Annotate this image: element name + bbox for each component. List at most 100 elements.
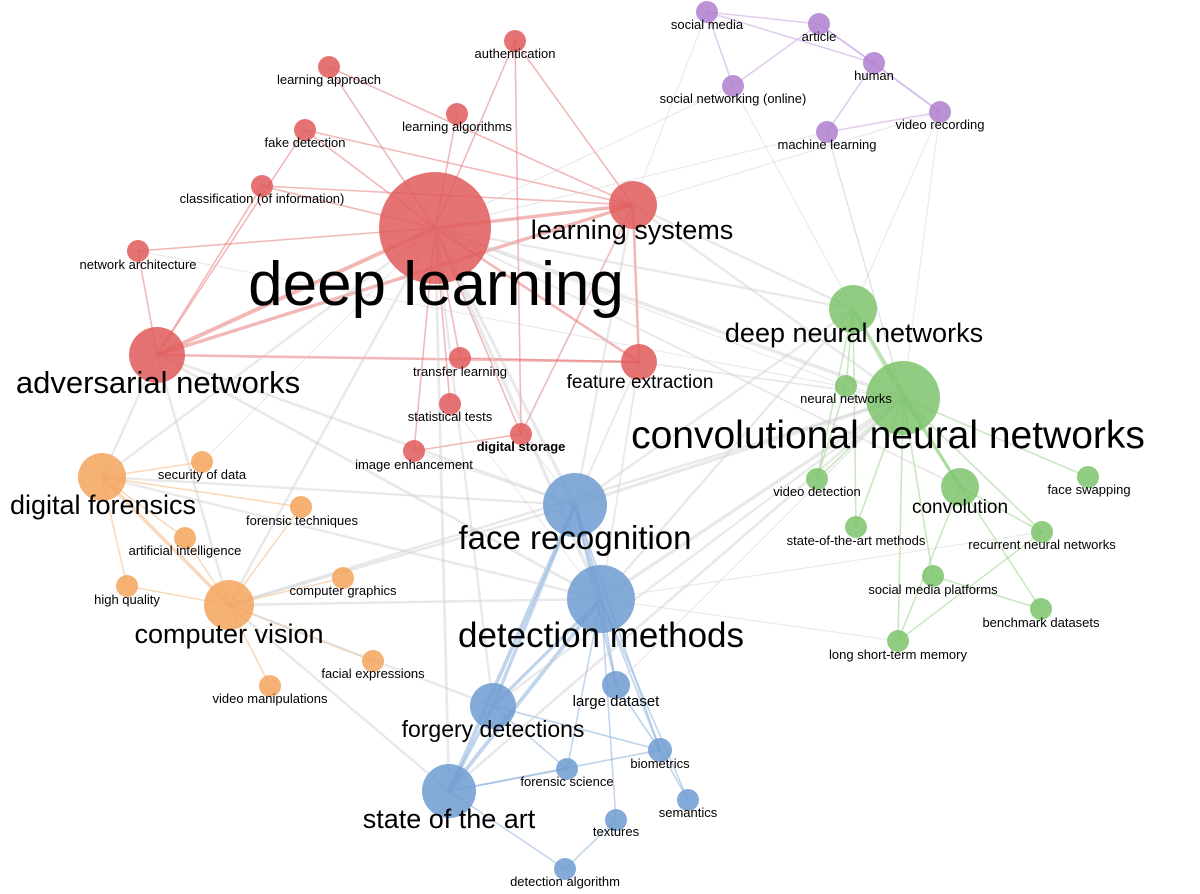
edge-neural-networks-video-detection bbox=[816, 385, 847, 480]
edge-social-media-platforms-benchmark-datasets bbox=[932, 575, 1042, 610]
node-classification[interactable] bbox=[251, 175, 273, 197]
node-computer-graphics[interactable] bbox=[332, 567, 354, 589]
node-social-media[interactable] bbox=[696, 1, 718, 23]
edge-digital-forensics-face-recognition bbox=[100, 475, 577, 507]
label-learning-systems: learning systems bbox=[531, 215, 734, 245]
node-biometrics[interactable] bbox=[648, 738, 672, 762]
label-image-enhancement: image enhancement bbox=[355, 457, 473, 472]
node-facial-expressions[interactable] bbox=[362, 650, 384, 672]
node-feature-extraction[interactable] bbox=[621, 344, 657, 380]
node-state-of-the-art[interactable] bbox=[422, 764, 476, 818]
node-deep-learning[interactable] bbox=[379, 172, 491, 284]
node-video-recording[interactable] bbox=[929, 101, 951, 123]
edge-learning-systems-feature-extraction bbox=[631, 203, 641, 364]
edge-adversarial-networks-learning-systems bbox=[155, 203, 635, 357]
label-security-of-data: security of data bbox=[158, 467, 247, 482]
node-human[interactable] bbox=[863, 52, 885, 74]
node-learning-algorithms[interactable] bbox=[446, 103, 468, 125]
node-transfer-learning[interactable] bbox=[449, 347, 471, 369]
node-statistical-tests[interactable] bbox=[439, 393, 461, 415]
edge-deep-learning-convolution bbox=[434, 227, 961, 488]
label-forensic-techniques: forensic techniques bbox=[246, 513, 359, 528]
node-video-manipulations[interactable] bbox=[259, 675, 281, 697]
node-detection-methods[interactable] bbox=[567, 565, 635, 633]
node-state-of-the-art-methods[interactable] bbox=[845, 516, 867, 538]
label-long-short-term-memory: long short-term memory bbox=[829, 647, 967, 662]
edge-social-networking-article bbox=[732, 23, 820, 87]
node-security-of-data[interactable] bbox=[191, 451, 213, 473]
label-transfer-learning: transfer learning bbox=[413, 364, 507, 379]
label-computer-vision: computer vision bbox=[134, 619, 323, 649]
edge-convolution-long-short-term-memory bbox=[897, 486, 961, 642]
node-neural-networks[interactable] bbox=[835, 375, 857, 397]
node-digital-forensics[interactable] bbox=[78, 453, 126, 501]
label-forgery-detections: forgery detections bbox=[402, 716, 585, 742]
label-machine-learning: machine learning bbox=[777, 137, 876, 152]
edge-detection-methods-convolutional-neural-networks bbox=[599, 396, 905, 601]
node-image-enhancement[interactable] bbox=[403, 440, 425, 462]
node-deep-neural-networks[interactable] bbox=[829, 285, 877, 333]
edge-adversarial-networks-face-recognition bbox=[155, 353, 577, 507]
node-detection-algorithm[interactable] bbox=[554, 858, 576, 880]
edge-adversarial-networks-computer-vision bbox=[155, 353, 231, 607]
edge-authentication-digital-storage bbox=[514, 40, 522, 435]
label-neural-networks: neural networks bbox=[800, 391, 892, 406]
node-network-architecture[interactable] bbox=[127, 240, 149, 262]
edge-deep-neural-networks-face-recognition bbox=[573, 307, 855, 507]
node-article[interactable] bbox=[808, 13, 830, 35]
edge-layer bbox=[100, 11, 1089, 870]
node-learning-approach[interactable] bbox=[318, 56, 340, 78]
node-artificial-intelligence[interactable] bbox=[174, 527, 196, 549]
edge-deep-learning-forgery-detections bbox=[433, 226, 495, 708]
node-convolution[interactable] bbox=[941, 468, 979, 506]
node-recurrent-neural-networks[interactable] bbox=[1031, 521, 1053, 543]
node-benchmark-datasets[interactable] bbox=[1030, 598, 1052, 620]
node-large-dataset[interactable] bbox=[602, 671, 630, 699]
edge-learning-systems-convolutional-neural-networks bbox=[631, 203, 905, 400]
label-fake-detection: fake detection bbox=[265, 135, 346, 150]
node-machine-learning[interactable] bbox=[816, 121, 838, 143]
node-face-recognition[interactable] bbox=[543, 473, 607, 537]
node-semantics[interactable] bbox=[677, 789, 699, 811]
node-high-quality[interactable] bbox=[116, 575, 138, 597]
node-forensic-techniques[interactable] bbox=[290, 496, 312, 518]
edge-digital-forensics-forensic-techniques bbox=[101, 476, 302, 508]
node-social-media-platforms[interactable] bbox=[922, 565, 944, 587]
label-detection-algorithm: detection algorithm bbox=[510, 874, 620, 889]
node-authentication[interactable] bbox=[504, 30, 526, 52]
node-textures[interactable] bbox=[605, 809, 627, 831]
node-social-networking[interactable] bbox=[722, 75, 744, 97]
label-deep-neural-networks: deep neural networks bbox=[725, 318, 983, 348]
edge-adversarial-networks-fake-detection bbox=[156, 129, 306, 356]
edge-face-recognition-state-of-the-art bbox=[447, 503, 577, 793]
edge-state-of-the-art-biometrics bbox=[448, 749, 661, 792]
node-long-short-term-memory[interactable] bbox=[887, 630, 909, 652]
label-network-architecture: network architecture bbox=[79, 257, 196, 272]
edge-fake-detection-learning-systems bbox=[304, 129, 634, 206]
label-artificial-intelligence: artificial intelligence bbox=[129, 543, 242, 558]
node-forensic-science[interactable] bbox=[556, 758, 578, 780]
node-digital-storage[interactable] bbox=[510, 423, 532, 445]
edge-machine-learning-video-recording bbox=[826, 111, 941, 133]
node-fake-detection[interactable] bbox=[294, 119, 316, 141]
edge-computer-vision-facial-expressions bbox=[228, 604, 374, 662]
node-forgery-detections[interactable] bbox=[470, 683, 516, 729]
label-video-detection: video detection bbox=[773, 484, 860, 499]
edge-detection-methods-textures bbox=[600, 598, 617, 821]
edge-convolutional-neural-networks-benchmark-datasets bbox=[902, 397, 1042, 610]
node-video-detection[interactable] bbox=[806, 468, 828, 490]
node-face-swapping[interactable] bbox=[1077, 466, 1099, 488]
node-adversarial-networks[interactable] bbox=[129, 327, 185, 383]
node-computer-vision[interactable] bbox=[204, 580, 254, 630]
edge-forgery-detections-convolutional-neural-networks bbox=[491, 396, 905, 708]
label-benchmark-datasets: benchmark datasets bbox=[982, 615, 1100, 630]
edge-adversarial-networks-classification bbox=[156, 185, 263, 356]
label-deep-learning: deep learning bbox=[248, 250, 624, 319]
label-human: human bbox=[854, 68, 894, 83]
edge-adversarial-networks-detection-methods bbox=[155, 353, 603, 601]
node-convolutional-neural-networks[interactable] bbox=[866, 361, 940, 435]
node-learning-systems[interactable] bbox=[609, 181, 657, 229]
edge-social-media-article bbox=[706, 11, 820, 25]
